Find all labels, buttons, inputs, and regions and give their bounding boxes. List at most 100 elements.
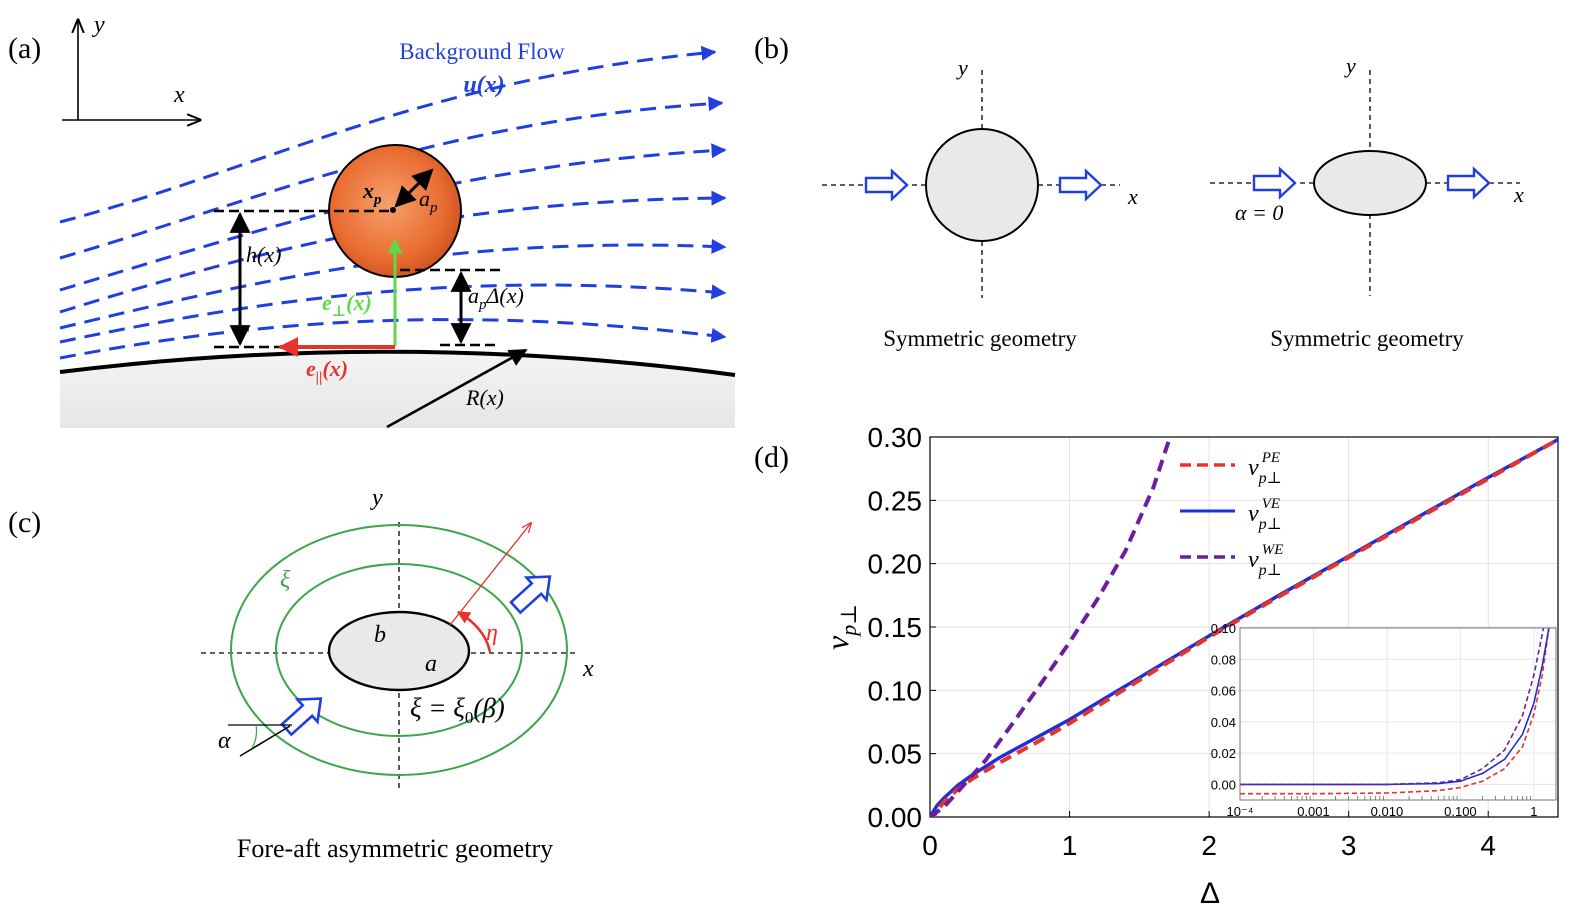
height-label: h(x) bbox=[246, 242, 281, 267]
d-inset-y-tick-label: 0.02 bbox=[1211, 746, 1236, 761]
streamline-7 bbox=[59, 318, 727, 360]
panel-d-label: (d) bbox=[754, 441, 789, 474]
panel-a: (a) y x Background Flow u(x) xp ap bbox=[8, 12, 736, 429]
streamline-3 bbox=[59, 143, 727, 292]
panel-b: (b) y x Symmetric geometry y x α = 0 Sym… bbox=[754, 32, 1524, 351]
panel-c: (c) ξ b a y x η α ξ = ξ0(β) Fore-aft asy… bbox=[8, 485, 594, 863]
d-inset-series-group bbox=[1240, 628, 1550, 795]
e-par-label: e||(x) bbox=[306, 356, 348, 386]
b-right-axis-y-label: y bbox=[1344, 53, 1356, 78]
d-y-axis-label: vp⊥ bbox=[819, 604, 861, 650]
streamline-1 bbox=[59, 45, 717, 224]
d-y-tick-label: 0.05 bbox=[868, 739, 923, 770]
inset-series-we-line bbox=[1240, 628, 1545, 786]
b-left-inflow-arrow-icon bbox=[864, 168, 909, 202]
radius-of-curvature-arrow bbox=[386, 348, 528, 429]
d-y-tick-label: 0.20 bbox=[868, 549, 923, 580]
d-inset-y-tick-label: 0.04 bbox=[1211, 715, 1236, 730]
c-eta-label: η bbox=[486, 620, 498, 646]
d-y-tick-label: 0.00 bbox=[868, 802, 923, 833]
b-ellipse-particle bbox=[1313, 150, 1427, 216]
d-legend: vp⊥PE vp⊥VE vp⊥WE bbox=[1180, 450, 1283, 579]
wall-surface bbox=[60, 351, 735, 428]
c-a-label: a bbox=[425, 651, 437, 677]
panel-b-label: (b) bbox=[754, 32, 789, 65]
axis-x-label: x bbox=[173, 82, 185, 108]
radius-of-curvature-label: R(x) bbox=[465, 385, 504, 410]
legend-label-we: vp⊥WE bbox=[1248, 542, 1283, 579]
panel-c-label: (c) bbox=[8, 506, 41, 539]
legend-label-pe: vp⊥PE bbox=[1248, 450, 1282, 487]
d-ticks: 0 1 2 3 4 0.00 0.05 0.10 0.15 0.20 0.25 0.30 bbox=[868, 422, 1497, 861]
d-x-tick-label: 2 bbox=[1201, 830, 1217, 861]
c-ellipse-particle bbox=[327, 610, 471, 692]
d-series-group bbox=[930, 437, 1558, 817]
inset-series-pe-line bbox=[1240, 628, 1550, 795]
c-inner-xi-ellipse bbox=[275, 563, 523, 737]
b-left-caption: Symmetric geometry bbox=[883, 326, 1077, 351]
b-right-axis-x-label: x bbox=[1513, 182, 1524, 207]
c-xi-equation: ξ = ξ0(β) bbox=[410, 693, 505, 727]
d-y-tick-label: 0.30 bbox=[868, 422, 923, 453]
streamline-6 bbox=[59, 283, 727, 344]
d-inset-x-tick-label: 10⁻⁴ bbox=[1227, 804, 1254, 819]
d-inset-background bbox=[1240, 628, 1556, 800]
c-eta-radial-line bbox=[449, 523, 531, 626]
d-y-tick-label: 0.25 bbox=[868, 485, 923, 516]
d-inset-frame bbox=[1239, 627, 1557, 801]
axis-y-label: y bbox=[92, 12, 105, 38]
series-we-line bbox=[930, 437, 1172, 817]
d-x-tick-label: 0 bbox=[922, 830, 938, 861]
b-left-axis-x-label: x bbox=[1127, 184, 1138, 209]
c-xi-label: ξ bbox=[280, 567, 291, 593]
b-left-axis-y-label: y bbox=[956, 55, 968, 80]
d-inset-ticks: 10⁻⁴ 0.001 0.010 0.100 1 0.00 0.02 0.04 0.06 0.08… bbox=[1211, 621, 1557, 819]
radius-arrow bbox=[394, 168, 434, 208]
d-inset-y-tick-label: 0.10 bbox=[1211, 621, 1236, 636]
c-lower-flow-arrow-icon bbox=[280, 697, 323, 737]
c-eta-arc-arrow bbox=[456, 610, 492, 653]
c-axis-y-label: y bbox=[370, 485, 383, 511]
panel-a-label: (a) bbox=[8, 32, 41, 65]
flow-title: Background Flow bbox=[399, 39, 565, 64]
e-perp-label: e⊥(x) bbox=[322, 290, 372, 320]
flow-symbol: u(x) bbox=[463, 72, 504, 98]
c-caption: Fore-aft asymmetric geometry bbox=[237, 834, 553, 863]
d-x-tick-label: 4 bbox=[1480, 830, 1496, 861]
legend-label-ve: vp⊥VE bbox=[1248, 496, 1282, 533]
d-x-tick-label: 3 bbox=[1341, 830, 1357, 861]
d-inset-y-tick-label: 0.06 bbox=[1211, 684, 1236, 699]
gap-label: apΔ(x) bbox=[468, 283, 524, 313]
d-y-tick-label: 0.10 bbox=[868, 675, 923, 706]
c-alpha-direction-line bbox=[239, 725, 291, 757]
wall-boundary bbox=[59, 349, 736, 377]
particle-radius-label: ap bbox=[419, 186, 438, 216]
b-right-outflow-arrow-icon bbox=[1446, 166, 1491, 200]
svg-text:vp⊥: vp⊥ bbox=[819, 604, 861, 650]
particle-center-dot bbox=[390, 207, 396, 213]
b-circle-particle bbox=[925, 128, 1039, 242]
particle-center-label: xp bbox=[362, 178, 382, 208]
c-upper-flow-arrow-icon bbox=[509, 575, 552, 615]
d-inset-y-tick-label: 0.08 bbox=[1211, 652, 1236, 667]
c-outer-xi-ellipse bbox=[230, 524, 568, 776]
d-y-tick-label: 0.15 bbox=[868, 612, 923, 643]
b-left-outflow-arrow-icon bbox=[1058, 168, 1103, 202]
c-alpha-label: α bbox=[218, 728, 231, 754]
d-inset-x-tick-label: 0.010 bbox=[1371, 804, 1404, 819]
series-pe-line bbox=[931, 437, 1558, 817]
d-x-tick-label: 1 bbox=[1062, 830, 1078, 861]
d-inset-y-tick-label: 0.00 bbox=[1211, 777, 1236, 792]
d-inset-x-tick-label: 0.001 bbox=[1297, 804, 1330, 819]
c-axis-x-label: x bbox=[582, 656, 594, 682]
c-alpha-arc bbox=[251, 724, 258, 749]
b-right-caption: Symmetric geometry bbox=[1270, 326, 1464, 351]
d-inset-x-tick-label: 1 bbox=[1530, 804, 1537, 819]
d-inset-x-tick-label: 0.100 bbox=[1444, 804, 1477, 819]
b-right-inflow-arrow-icon bbox=[1252, 166, 1297, 200]
b-alpha-label: α = 0 bbox=[1235, 200, 1283, 225]
d-x-axis-label: Δ bbox=[1200, 877, 1220, 910]
c-b-label: b bbox=[374, 622, 386, 648]
